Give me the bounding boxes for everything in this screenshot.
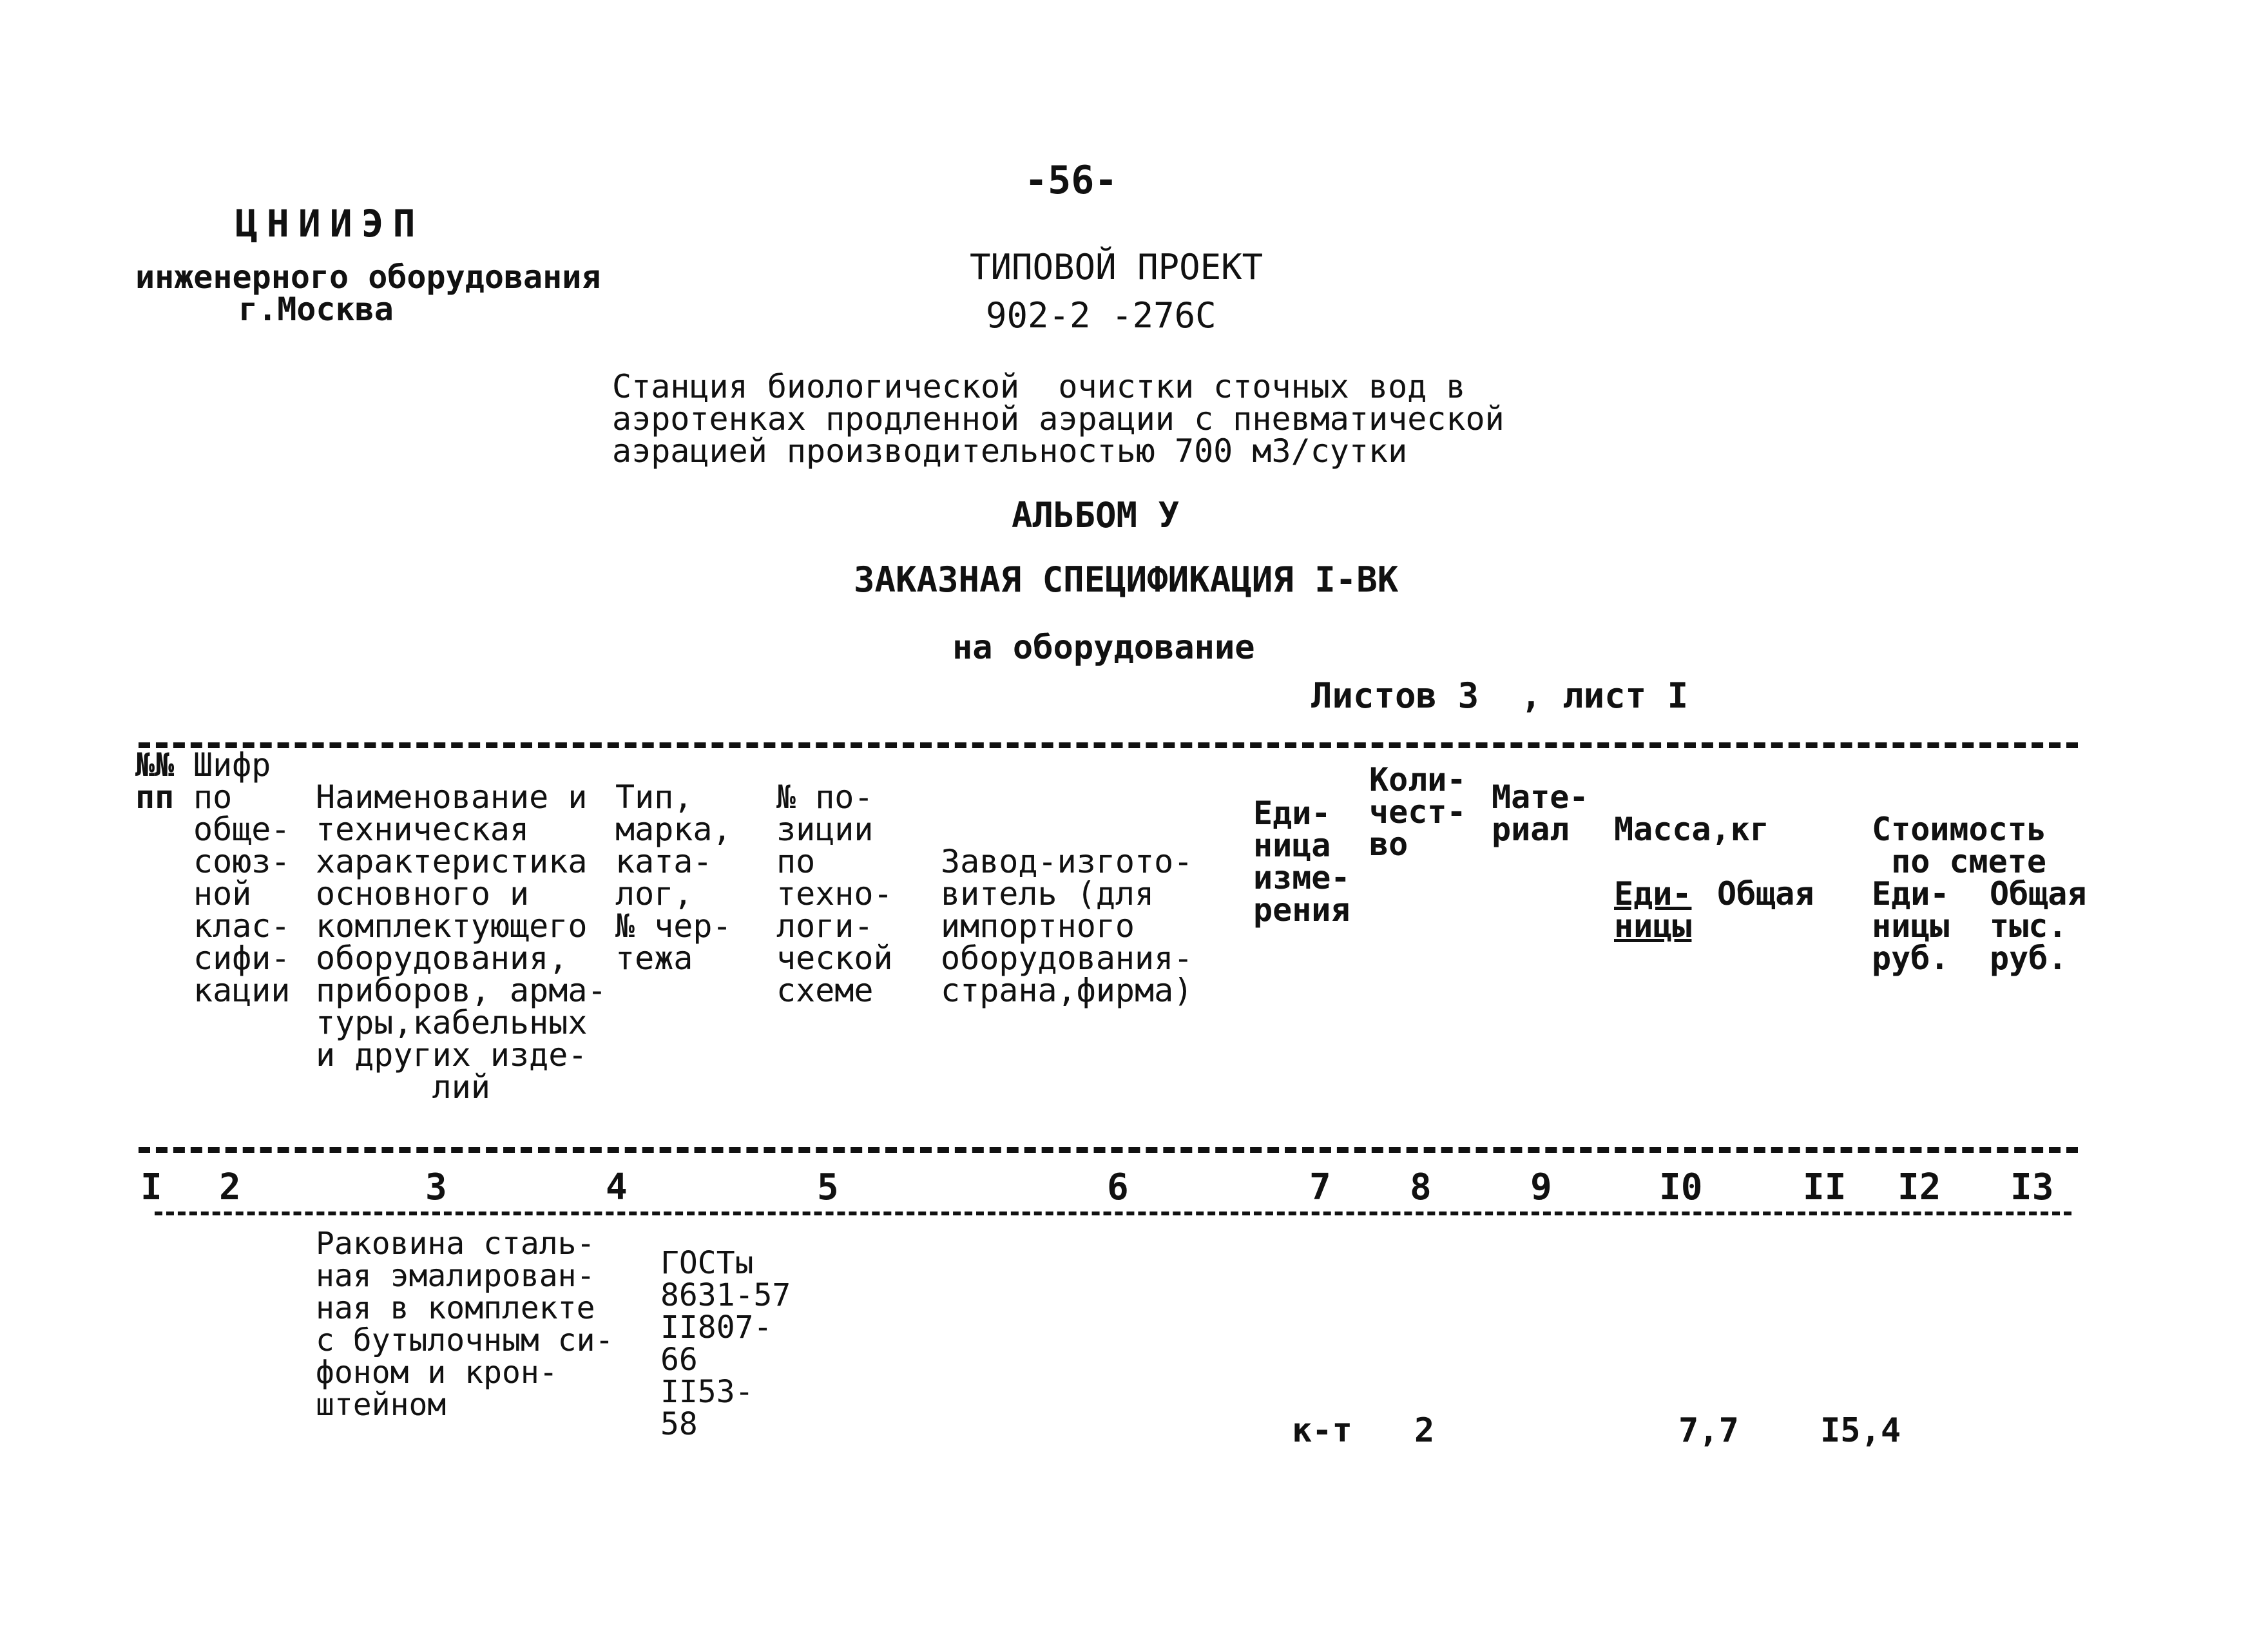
- org-city: г.Москва: [238, 291, 394, 328]
- col-number: 2: [219, 1166, 241, 1208]
- item-name: Раковина сталь- ная эмалирован- ная в ко…: [316, 1226, 614, 1423]
- description-line-2: аэротенках продленной аэрации с пневмати…: [612, 400, 1504, 438]
- page-number: -56-: [1024, 158, 1118, 203]
- item-quantity: 2: [1414, 1411, 1435, 1450]
- header-bottom-rule: [139, 1147, 2078, 1153]
- description-line-1: Станция биологической очистки сточных во…: [612, 368, 1466, 405]
- col-number: 5: [817, 1166, 839, 1208]
- col-header-13: Общая тыс. руб.: [1990, 875, 2087, 977]
- org-dept: инженерного оборудования: [135, 258, 601, 296]
- project-label: ТИПОВОЙ ПРОЕКТ: [970, 247, 1264, 287]
- spec-subtitle: на оборудование: [952, 628, 1255, 667]
- col-number: I: [140, 1166, 162, 1208]
- col-header-1: №№ пп: [135, 746, 175, 816]
- cost-group-header: Стоимость по смете: [1872, 811, 2046, 880]
- col-header-2: Шифр по обще- союз- ной клас- сифи- каци…: [193, 746, 291, 1009]
- item-mass-total: I5,4: [1820, 1411, 1901, 1450]
- col-header-3: Наименование и техническая характеристик…: [316, 778, 607, 1106]
- col-header-9: Мате- риал: [1492, 778, 1589, 848]
- sheet-count: Листов 3 , лист I: [1311, 675, 1689, 716]
- item-type: ГОСТы 8631-57 II807- 66 II53- 58: [660, 1245, 791, 1442]
- col-number: II: [1803, 1166, 1847, 1208]
- col-number: I0: [1659, 1166, 1703, 1208]
- numbering-underline: [155, 1212, 2071, 1215]
- mass-group-header: Масса,кг: [1614, 811, 1769, 848]
- col-number: 3: [425, 1166, 447, 1208]
- project-number: 902-2 -276С: [986, 295, 1216, 336]
- col-header-4: Тип, марка, ката- лог, № чер- тежа: [615, 778, 732, 977]
- spec-title: ЗАКАЗНАЯ СПЕЦИФИКАЦИЯ I-ВК: [854, 559, 1399, 600]
- col-header-10: Еди- ницы: [1614, 875, 1692, 945]
- col-header-12: Еди- ницы руб.: [1872, 875, 1950, 977]
- col-number: I2: [1898, 1166, 1941, 1208]
- col-number: 7: [1309, 1166, 1331, 1208]
- col-number: 9: [1530, 1166, 1552, 1208]
- item-mass-unit: 7,7: [1678, 1411, 1739, 1450]
- col-number: 8: [1410, 1166, 1432, 1208]
- col-header-8: Коли- чест- во: [1369, 761, 1466, 863]
- item-unit: к-т: [1292, 1411, 1352, 1450]
- col-header-6: Завод-изгото- витель (для импортного обо…: [941, 843, 1193, 1009]
- col-header-11: Общая: [1717, 875, 1814, 912]
- org-name: ЦНИИЭП: [235, 202, 425, 246]
- col-number: 4: [606, 1166, 628, 1208]
- description-line-3: аэрацией производительностью 700 м3/сутк…: [612, 432, 1408, 470]
- album-title: АЛЬБОМ У: [1012, 495, 1180, 536]
- col-header-7: Еди- ница изме- рения: [1253, 795, 1350, 929]
- col-header-5: № по- зиции по техно- логи- ческой схеме: [776, 778, 893, 1009]
- col-number: 6: [1107, 1166, 1129, 1208]
- col-number: I3: [2010, 1166, 2054, 1208]
- header-top-rule: [139, 742, 2078, 748]
